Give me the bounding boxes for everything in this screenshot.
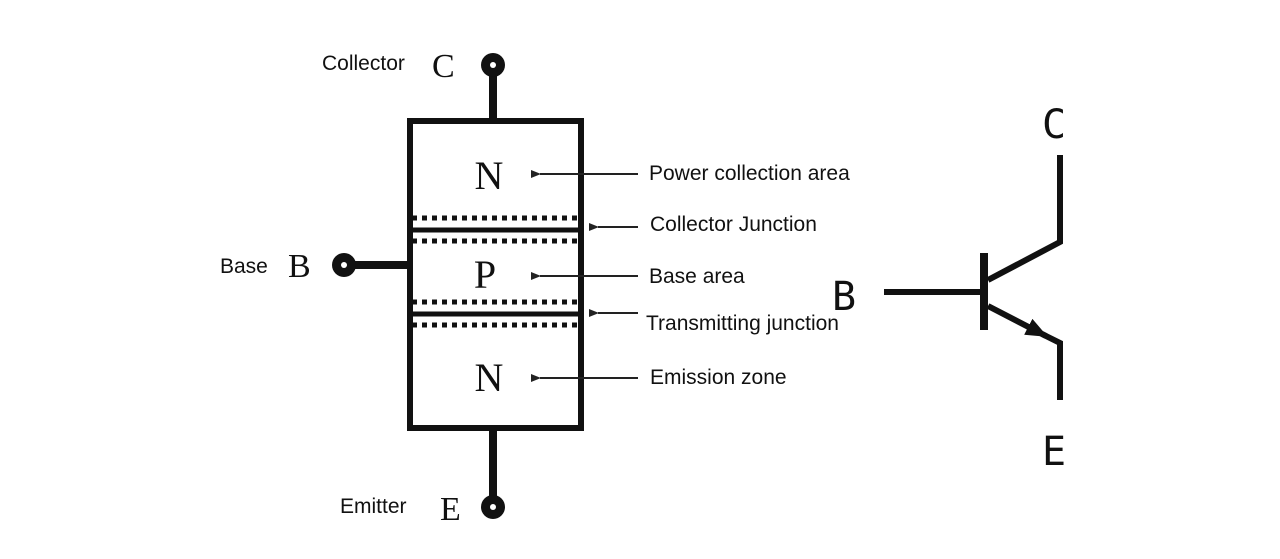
region-n-top: N	[475, 153, 504, 198]
transistor-structure: N P N Collector C Base B Emitter E	[220, 48, 584, 528]
collector-junction-label: Collector Junction	[650, 213, 817, 236]
region-p-middle: P	[474, 252, 496, 297]
emitter-junction-label: Transmitting junction	[646, 312, 839, 335]
annotations: Power collection area Collector Junction…	[531, 162, 850, 389]
collector-region-label: Power collection area	[649, 162, 850, 185]
emitter-label: Emitter	[340, 495, 407, 518]
collector-label: Collector	[322, 52, 405, 75]
base-letter: B	[288, 248, 311, 285]
symbol-emitter-arrow-segment	[986, 303, 1048, 339]
symbol-base-letter: B	[832, 274, 856, 320]
emitter-junction-layer	[412, 299, 579, 328]
collector-junction-layer	[412, 215, 579, 244]
base-label: Base	[220, 255, 268, 278]
symbol-collector-lead	[986, 155, 1063, 283]
collector-letter: C	[432, 48, 455, 85]
npn-schematic-symbol: C B E	[832, 102, 1066, 475]
symbol-collector-letter: C	[1042, 102, 1066, 148]
region-n-bottom: N	[475, 355, 504, 400]
symbol-emitter-letter: E	[1042, 429, 1066, 475]
emitter-region-label: Emission zone	[650, 366, 787, 389]
emitter-letter: E	[440, 491, 461, 528]
symbol-emitter-lead	[1040, 331, 1063, 400]
semiconductor-body	[407, 118, 584, 431]
base-region-label: Base area	[649, 265, 745, 288]
